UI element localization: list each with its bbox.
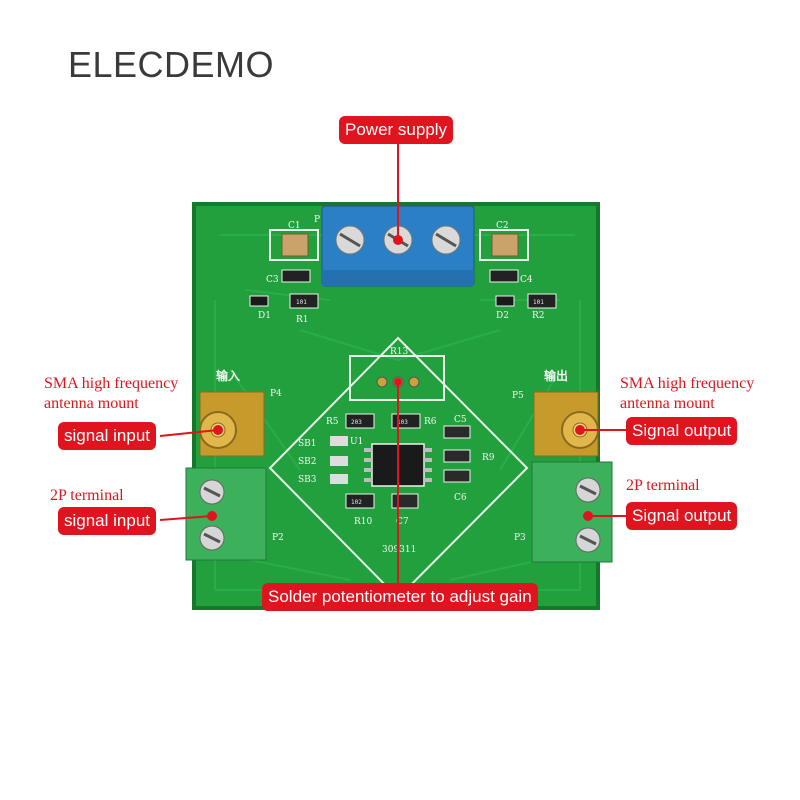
silk-p4: P4 <box>270 389 282 399</box>
c2-capacitor <box>491 233 519 257</box>
signal-input-sma-label: signal input <box>58 422 157 450</box>
signal-output-sma-label: Signal output <box>626 417 738 445</box>
brand-title: ELECDEMO <box>68 44 275 85</box>
callout-dots <box>207 235 593 521</box>
c2-footprint <box>479 229 529 261</box>
res-code-r2: 101 <box>533 299 544 306</box>
silk-p1: P <box>314 215 320 225</box>
sma-left-note: SMA high frequency antenna mount <box>44 374 178 414</box>
res-code-r10: 102 <box>351 499 362 506</box>
silk-r2: R2 <box>532 311 545 321</box>
silk-r13: R13 <box>390 347 409 357</box>
pot-pad-1 <box>376 376 388 388</box>
silk-u1: U1 <box>350 437 363 447</box>
sma-left-line2: antenna mount <box>44 395 139 412</box>
silk-r5: R5 <box>326 417 339 427</box>
power-supply-label: Power supply <box>339 116 454 144</box>
silk-r6: R6 <box>424 417 437 427</box>
silk-d2: D2 <box>496 311 509 321</box>
callout-lines <box>159 142 628 586</box>
res-code-r1: 101 <box>296 299 307 306</box>
silk-r10: R10 <box>354 517 373 527</box>
silk-c2: C2 <box>496 221 509 231</box>
potentiometer-label: Solder potentiometer to adjust gain <box>262 583 538 611</box>
sma-left-line1: SMA high frequency <box>44 375 179 392</box>
sma-right-line2: antenna mount <box>620 395 715 412</box>
res-code-r6: 103 <box>397 419 408 426</box>
silk-sb2: SB2 <box>298 457 317 467</box>
opamp-pins <box>364 448 432 482</box>
right-green-terminal <box>531 461 613 563</box>
silk-c3: C3 <box>266 275 279 285</box>
silk-sb3: SB3 <box>298 475 317 485</box>
terminal-right-note: 2P terminal <box>626 477 700 494</box>
c1-footprint <box>269 229 319 261</box>
silk-c7: C7 <box>396 517 409 527</box>
sma-right-line1: SMA high frequency <box>620 375 755 392</box>
terminal-left-note: 2P terminal <box>50 487 124 504</box>
silk-r9: R9 <box>482 453 495 463</box>
power-terminal-base <box>322 270 474 286</box>
res-code-r5: 203 <box>351 419 362 426</box>
right-sma-connector <box>533 391 599 457</box>
silk-c4: C4 <box>520 275 533 285</box>
silk-output-cn: 输出 <box>544 368 568 383</box>
silk-c6: C6 <box>454 493 467 503</box>
c1-capacitor <box>281 233 309 257</box>
silkscreen-cn: 输入 输出 <box>216 368 568 383</box>
silk-c5: C5 <box>454 415 467 425</box>
left-sma-connector <box>199 391 265 457</box>
silk-p2: P2 <box>272 533 284 543</box>
pot-pad-3 <box>408 376 420 388</box>
silk-c1: C1 <box>288 221 301 231</box>
sma-right-note: SMA high frequency antenna mount <box>620 374 754 414</box>
silk-r1: R1 <box>296 315 309 325</box>
silk-board-code: 309311 <box>382 545 416 555</box>
silk-p3: P3 <box>514 533 526 543</box>
resistor-codes: 101 101 203 103 102 <box>296 299 544 506</box>
silk-d1: D1 <box>258 311 271 321</box>
left-green-terminal <box>185 467 267 561</box>
silkscreen-text: P C1 C2 C3 C4 D1 R1 D2 R2 R13 P4 P5 R5 R… <box>258 215 545 555</box>
silk-sb1: SB1 <box>298 439 317 449</box>
signal-input-terminal-label: signal input <box>58 507 157 535</box>
silk-input-cn: 输入 <box>216 368 240 383</box>
silk-p5: P5 <box>512 391 524 401</box>
top-smd-parts <box>249 269 557 309</box>
signal-output-terminal-label: Signal output <box>626 502 738 530</box>
